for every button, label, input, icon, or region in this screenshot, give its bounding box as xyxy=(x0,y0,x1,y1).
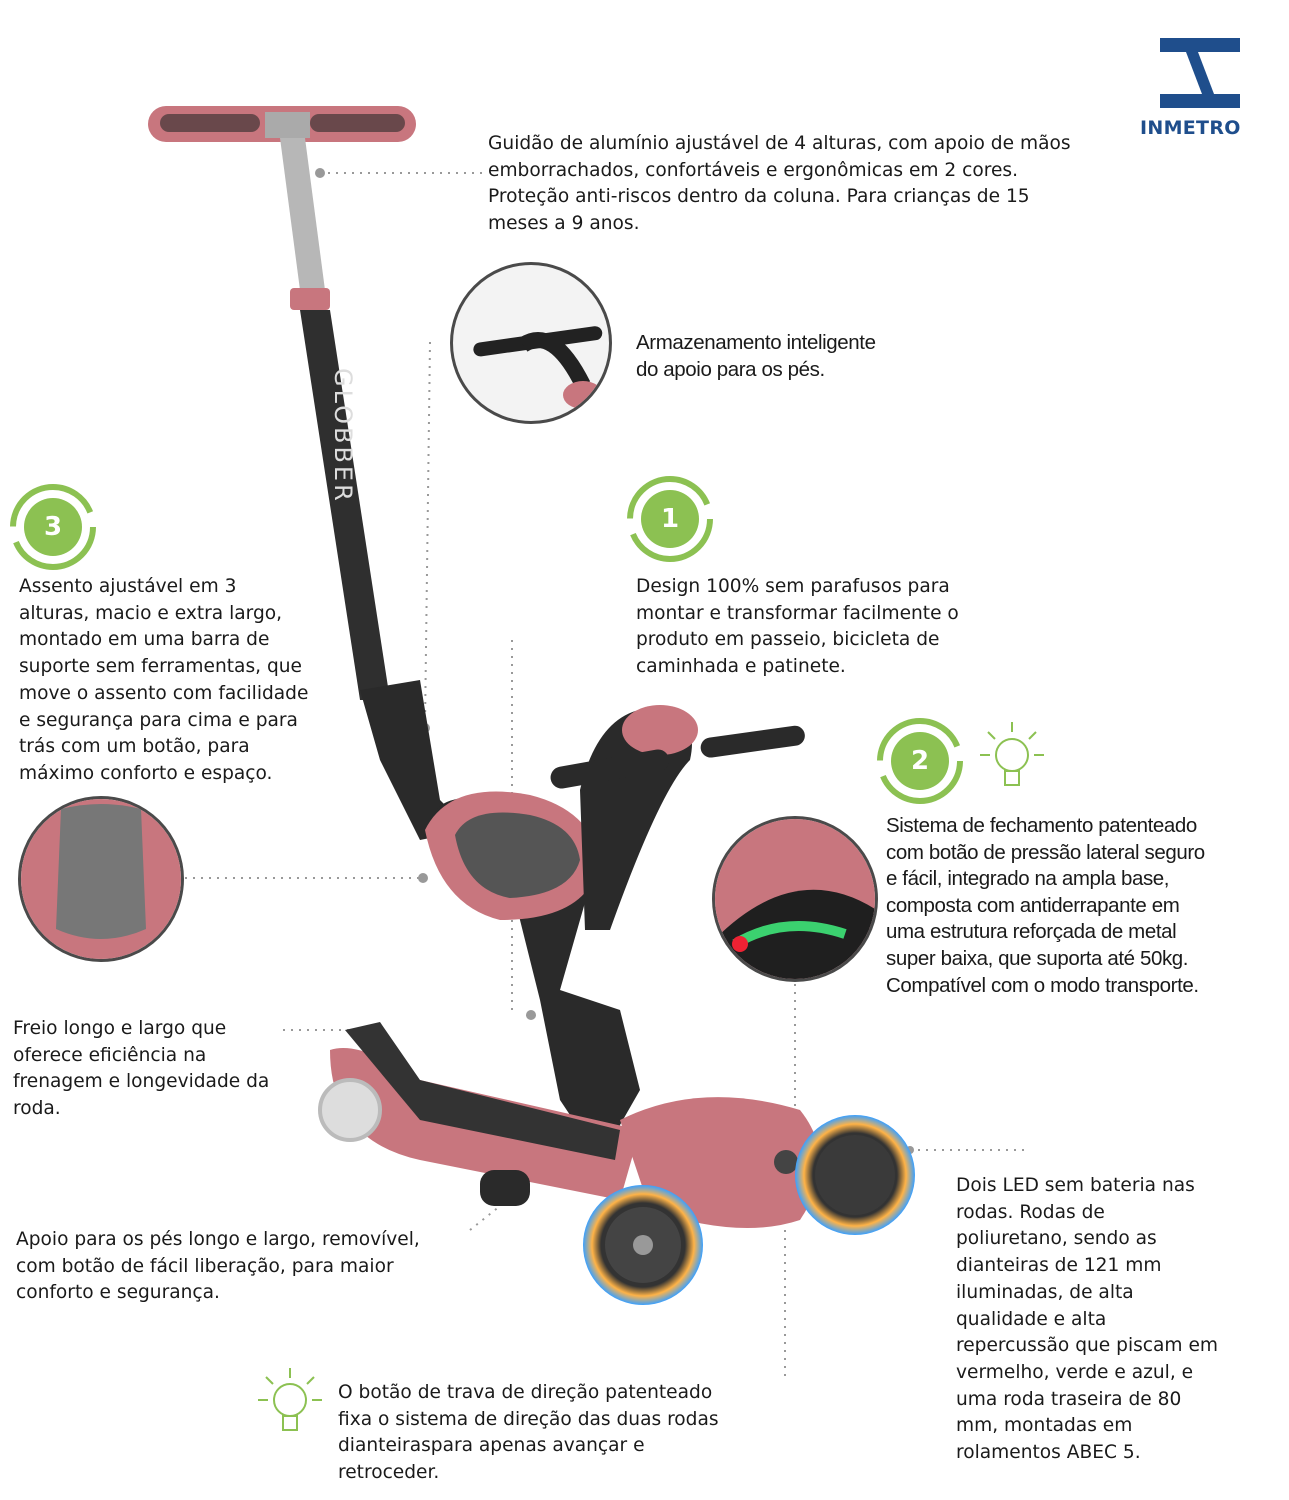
text-line: Proteção anti-riscos dentro da coluna. P… xyxy=(488,186,1030,208)
text-line: move o assento com facilidade xyxy=(19,682,309,704)
text-line: caminhada e patinete. xyxy=(636,656,846,678)
text-line: Design 100% sem parafusos para xyxy=(636,576,950,597)
text-line: Freio longo e largo que xyxy=(13,1018,227,1039)
text-line: dianteiras de 121 mm xyxy=(956,1255,1162,1277)
feature-design: Design 100% sem parafusos para montar e t… xyxy=(636,574,959,681)
text-line: Compatível com o modo transporte. xyxy=(886,973,1199,997)
text-line: vermelho, verde e azul, e xyxy=(956,1361,1194,1383)
text-line: com botão de pressão lateral seguro xyxy=(886,840,1205,864)
feature-seat: Assento ajustável em 3 alturas, macio e e… xyxy=(19,574,308,788)
text-line: meses a 9 anos. xyxy=(488,213,640,235)
inset-push-button xyxy=(712,816,878,982)
text-line: retroceder. xyxy=(338,1462,440,1484)
handlebar xyxy=(148,106,416,142)
text-line: conforto e segurança. xyxy=(16,1282,220,1304)
refresh-circle-icon xyxy=(627,476,713,562)
inset-footrest-storage xyxy=(450,262,612,424)
lightbulb-icon xyxy=(258,1368,322,1431)
badge-number: 3 xyxy=(43,512,63,542)
text-line: dianteiraspara apenas avançar e xyxy=(338,1435,645,1457)
text-line: Sistema de fechamento patenteado xyxy=(886,814,1197,837)
badge-number: 1 xyxy=(660,504,680,534)
inmetro-logo xyxy=(1160,38,1240,108)
feature-wheels: Dois LED sem bateria nas rodas. Rodas de p… xyxy=(956,1173,1218,1467)
text-line: Dois LED sem bateria nas xyxy=(956,1175,1195,1196)
text-line: Armazenamento inteligente xyxy=(636,331,876,354)
text-line: poliuretano, sendo as xyxy=(956,1228,1157,1250)
text-line: montado em uma barra de xyxy=(19,629,270,651)
badge-2: 2 xyxy=(877,718,963,804)
text-line: com botão de fácil liberação, para maior xyxy=(16,1255,394,1277)
refresh-circle-icon xyxy=(10,484,96,570)
text-line: frenagem e longevidade da xyxy=(13,1071,270,1093)
feature-locking: Sistema de fechamento patenteado com botã… xyxy=(886,813,1205,999)
lightbulb-icon xyxy=(980,722,1044,786)
text-line: composta com antiderrapante em xyxy=(886,893,1180,917)
badge-number: 2 xyxy=(910,746,930,776)
feature-storage: Armazenamento inteligente do apoio para o… xyxy=(636,330,876,383)
text-line: trás com um botão, para xyxy=(19,736,250,758)
feature-steering-lock: O botão de trava de direção patenteado fi… xyxy=(338,1380,719,1487)
text-line: Guidão de alumínio ajustável de 4 altura… xyxy=(488,133,1071,154)
text-line: fixa o sistema de direção das duas rodas xyxy=(338,1408,719,1430)
text-line: rolamentos ABEC 5. xyxy=(956,1442,1141,1464)
feature-brake: Freio longo e largo que oferece eficiênci… xyxy=(13,1016,269,1123)
text-line: do apoio para os pés. xyxy=(636,357,825,381)
refresh-circle-icon xyxy=(877,718,963,804)
text-line: montar e transformar facilmente o xyxy=(636,602,959,624)
badge-3: 3 xyxy=(10,484,96,570)
text-line: iluminadas, de alta xyxy=(956,1281,1134,1303)
text-line: alturas, macio e extra largo, xyxy=(19,602,283,624)
text-line: uma estrutura reforçada de metal xyxy=(886,920,1177,944)
text-line: suporte sem ferramentas, que xyxy=(19,656,302,678)
text-line: Assento ajustável em 3 xyxy=(19,576,237,597)
badge-1: 1 xyxy=(627,476,713,562)
text-line: máximo conforto e espaço. xyxy=(19,762,273,784)
text-line: roda. xyxy=(13,1098,61,1120)
text-line: emborrachados, confortáveis e ergonômica… xyxy=(488,159,1019,181)
feature-footrest: Apoio para os pés longo e largo, removív… xyxy=(16,1227,420,1307)
text-line: e fácil, integrado na ampla base, xyxy=(886,867,1170,891)
text-line: O botão de trava de direção patenteado xyxy=(338,1382,713,1403)
text-line: mm, montadas em xyxy=(956,1415,1133,1437)
text-line: uma roda traseira de 80 xyxy=(956,1388,1182,1410)
leader-lines xyxy=(185,172,1025,1380)
text-line: rodas. Rodas de xyxy=(956,1201,1105,1223)
text-line: oferece eficiência na xyxy=(13,1044,207,1066)
text-line: Apoio para os pés longo e largo, removív… xyxy=(16,1229,420,1250)
text-line: produto em passeio, bicicleta de xyxy=(636,629,940,651)
text-line: super baixa, que suporta até 50kg. xyxy=(886,946,1189,970)
inset-seat xyxy=(18,796,184,962)
text-line: repercussão que piscam em xyxy=(956,1335,1219,1357)
inmetro-logo-text: INMETRO xyxy=(1140,117,1241,139)
brand-on-pole: GLOBBER xyxy=(329,368,357,504)
text-line: qualidade e alta xyxy=(956,1308,1107,1330)
text-line: e segurança para cima e para xyxy=(19,709,298,731)
feature-handlebar: Guidão de alumínio ajustável de 4 altura… xyxy=(488,131,1071,238)
